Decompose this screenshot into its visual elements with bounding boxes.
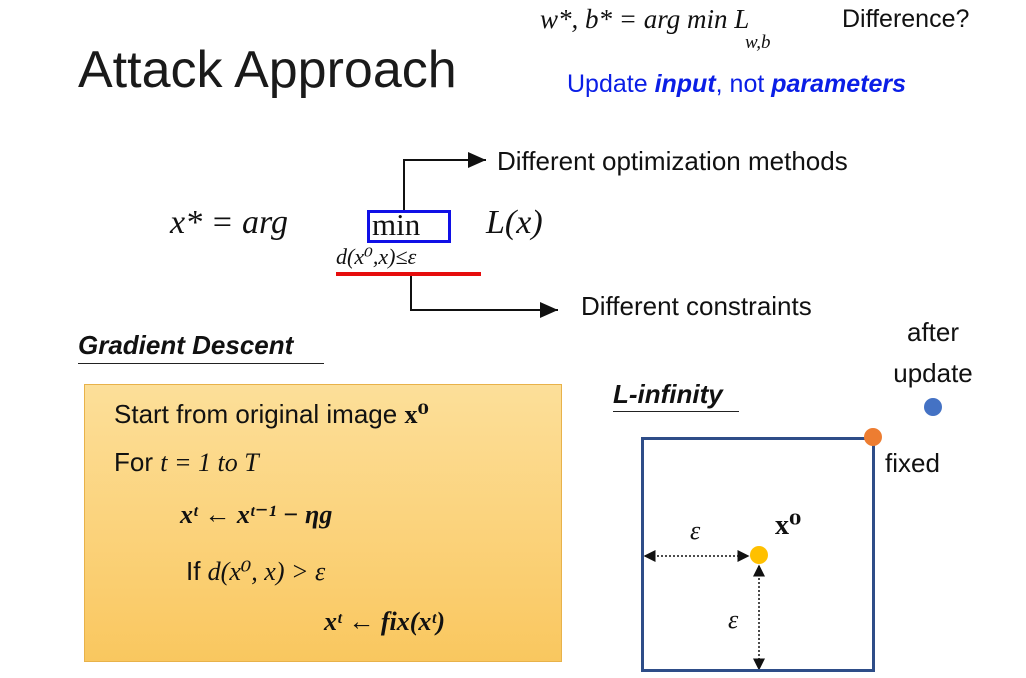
arrow-to-methods [403,152,486,210]
top-formula: w*, b* = arg min L w,b [540,4,771,53]
gd-line-for-math: t = 1 to T [160,448,259,477]
l-infinity-underline [613,411,739,412]
update-note: Update input, not parameters [567,70,906,99]
after-update-point [924,398,942,416]
formula-min: min [372,207,421,242]
label-constraints: Different constraints [581,291,812,321]
gradient-descent-heading: Gradient Descent [78,330,294,360]
gd-line-if-math: d(x⁰, x) > ε [207,557,326,586]
x0-label: x⁰ [775,510,802,541]
l-infinity-box [641,437,875,672]
gd-line-for: For t = 1 to T [114,447,259,478]
gradient-descent-box [84,384,562,662]
formula-constraint: d(x⁰,x)≤ε [336,244,417,269]
gd-line-if-text: If [186,556,208,586]
x0-point [750,546,768,564]
slide-title: Attack Approach [78,41,457,99]
gd-line-start-math: x⁰ [404,400,429,429]
l-infinity-heading: L-infinity [613,379,723,409]
formula-loss: L(x) [486,204,543,241]
update-note-input: input [654,70,716,98]
gd-line-if: If d(x⁰, x) > ε [186,556,325,587]
constraint-underline [336,272,481,276]
gd-line-update: xᵗ ← xᵗ⁻¹ − ηg [180,500,333,529]
gd-line-for-text: For [114,447,161,477]
fixed-label: fixed [885,448,940,478]
top-formula-subscript: w,b [745,32,771,53]
update-note-middle: , not [715,70,772,98]
epsilon-vertical-label: ε [728,605,739,634]
top-formula-main: w*, b* = arg min L [540,4,750,34]
arrow-to-constraints [410,276,558,318]
gd-line-start-text: Start from original image [114,399,405,429]
label-optimization-methods: Different optimization methods [497,146,848,176]
gd-line-start: Start from original image x⁰ [114,399,429,430]
gradient-descent-underline [78,363,324,364]
difference-question: Difference? [842,5,970,33]
epsilon-horizontal-label: ε [690,516,701,545]
update-note-parameters: parameters [771,70,907,98]
formula-lhs: x* = arg [170,204,289,241]
min-highlight-box [367,210,451,243]
update-note-prefix: Update [567,70,655,98]
after-update-label: after update [893,317,973,388]
fixed-point [864,428,882,446]
gd-line-fix: xᵗ ← fix(xᵗ) [324,607,445,636]
